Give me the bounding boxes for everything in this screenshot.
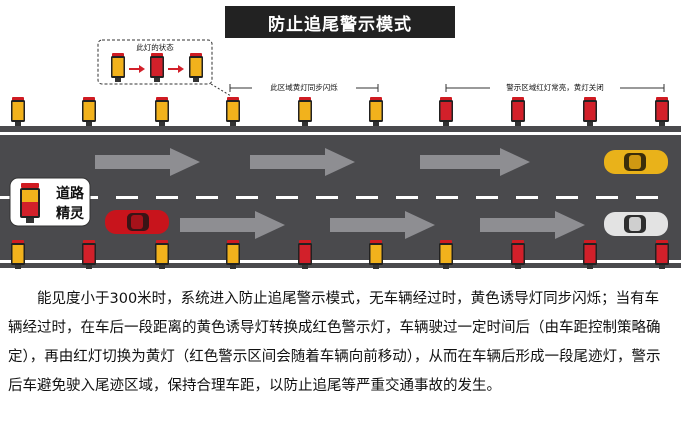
warning-lamp-icon bbox=[298, 97, 312, 126]
warning-lamp-icon bbox=[583, 240, 597, 269]
warning-lamp-icon bbox=[583, 97, 597, 126]
warning-lamp-icon bbox=[11, 240, 25, 269]
road-guide-callout: 道路 精灵 bbox=[9, 177, 91, 227]
warning-lamp-icon bbox=[298, 240, 312, 269]
warning-lamp-icon bbox=[439, 240, 453, 269]
warning-lamp-icon bbox=[82, 240, 96, 269]
zone-yellow-label: 此区域黄灯同步闪烁 bbox=[270, 82, 338, 92]
warning-lamp-icon bbox=[82, 97, 96, 126]
zone-yellow-bracket: 此区域黄灯同步闪烁 bbox=[229, 82, 379, 93]
road-surface bbox=[0, 126, 681, 268]
warning-lamp-icon bbox=[155, 240, 169, 269]
car-icon bbox=[105, 210, 169, 234]
title-banner: 防止追尾警示模式 bbox=[225, 6, 455, 38]
warning-lamp-icon bbox=[226, 240, 240, 269]
description-text: 能见度小于300米时，系统进入防止追尾警示模式，无车辆经过时，黄色诱导灯同步闪烁… bbox=[8, 291, 661, 394]
warning-lamp-icon bbox=[369, 240, 383, 269]
arrow-right-icon bbox=[129, 65, 184, 73]
warning-lamp-icon bbox=[511, 240, 525, 269]
arrow-right-icon bbox=[95, 148, 530, 176]
warning-lamp-icon bbox=[150, 53, 164, 82]
road-edge-bottom bbox=[0, 260, 681, 263]
warning-lamp-icon bbox=[369, 97, 383, 126]
warning-lamp-icon bbox=[439, 97, 453, 126]
road-edge-top bbox=[0, 132, 681, 135]
warning-lamp-icon bbox=[11, 97, 25, 126]
page-title: 防止追尾警示模式 bbox=[268, 14, 412, 35]
warning-lamp-icon bbox=[111, 53, 125, 82]
car-icon bbox=[604, 150, 668, 174]
warning-lamp-icon bbox=[189, 53, 203, 82]
guide-label-line2: 精灵 bbox=[56, 205, 85, 222]
guide-label-line1: 道路 bbox=[56, 185, 85, 202]
zone-red-label: 警示区域红灯常亮，黄灯关闭 bbox=[506, 82, 604, 92]
legend-box-label: 此灯的状态 bbox=[136, 42, 174, 52]
arrow-right-icon bbox=[180, 211, 585, 239]
top-lamp-row bbox=[11, 97, 669, 126]
zone-red-bracket: 警示区域红灯常亮，黄灯关闭 bbox=[445, 82, 665, 93]
warning-lamp-icon bbox=[655, 240, 669, 269]
warning-lamp-icon bbox=[511, 97, 525, 126]
road-scene: 此灯的状态 此区域黄灯同步闪烁 警示区域红灯常亮，黄灯关闭 bbox=[0, 39, 681, 269]
warning-lamp-icon bbox=[655, 97, 669, 126]
car-icon bbox=[604, 212, 668, 236]
warning-lamp-icon bbox=[226, 97, 240, 126]
warning-lamp-icon bbox=[155, 97, 169, 126]
lamp-state-legend: 此灯的状态 bbox=[97, 39, 213, 85]
